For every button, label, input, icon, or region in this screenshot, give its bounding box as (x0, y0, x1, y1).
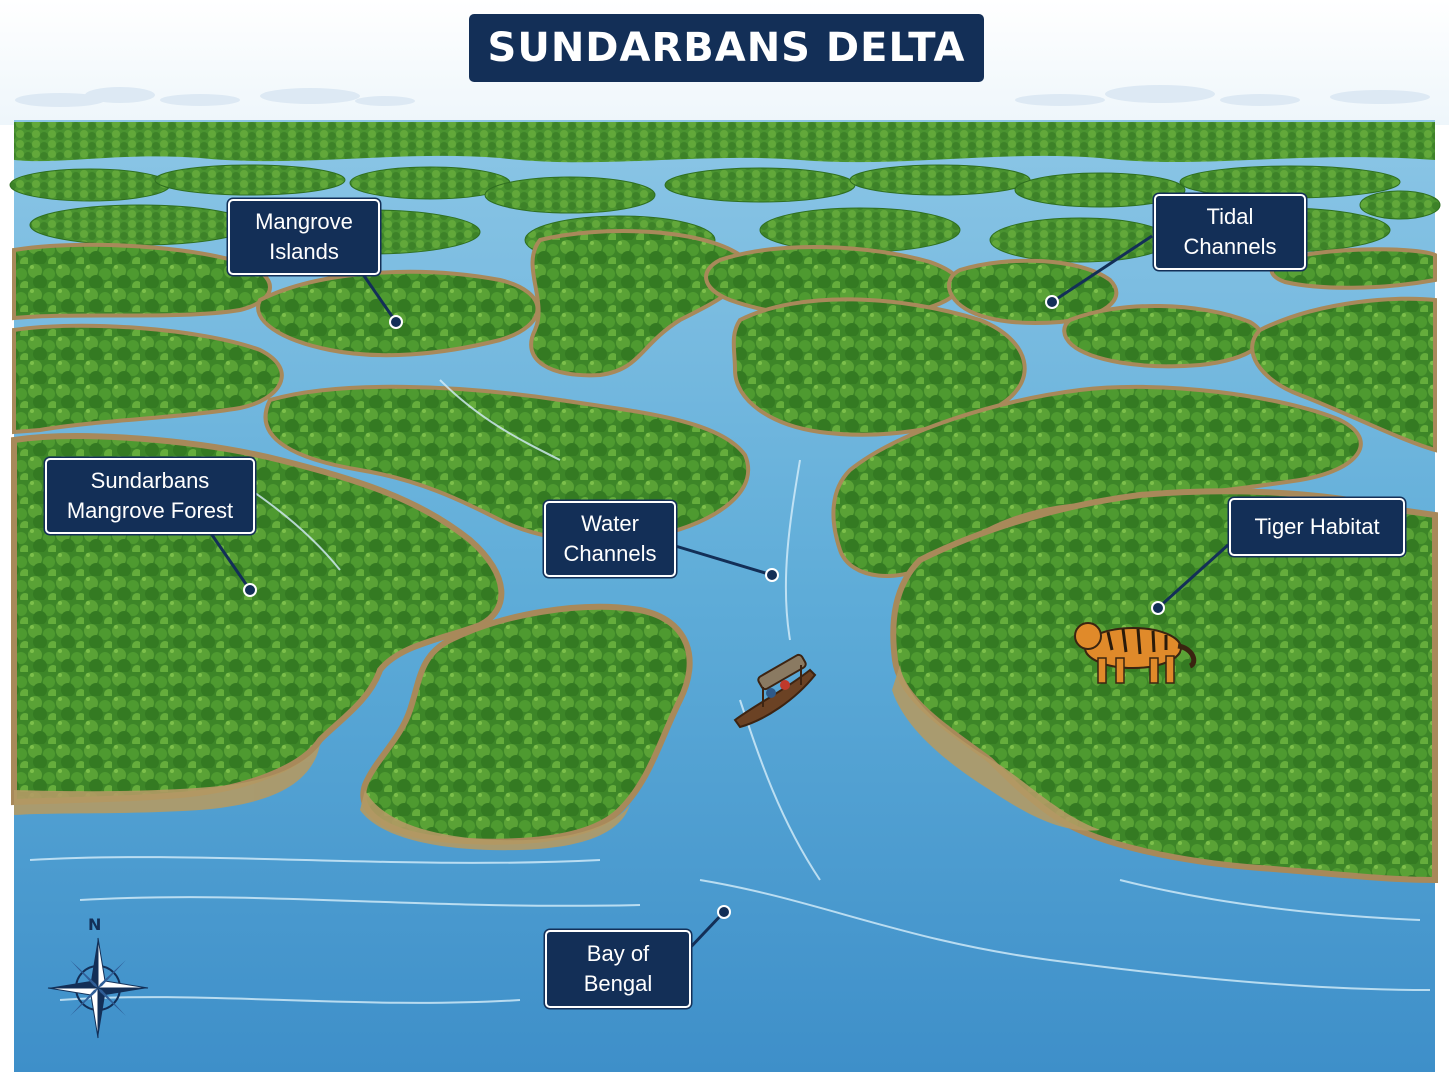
clouds (15, 85, 1430, 107)
map-title: SUNDARBANS DELTA (469, 14, 984, 82)
label-water-channels-text: Water Channels (563, 511, 657, 566)
label-bay-of-bengal-text: Bay of Bengal (583, 941, 653, 996)
compass-rose-icon (47, 937, 149, 1039)
label-bay-of-bengal: Bay of Bengal (545, 930, 691, 1008)
center-island (360, 603, 693, 845)
map-title-text: SUNDARBANS DELTA (487, 25, 966, 71)
label-tiger-habitat-text: Tiger Habitat (1254, 514, 1380, 539)
water-foam (29, 379, 1431, 1004)
far-islands (9, 164, 1441, 265)
label-tidal-channels: Tidal Channels (1154, 194, 1306, 270)
label-water-channels: Water Channels (544, 501, 676, 577)
label-mangrove-islands: Mangrove Islands (228, 199, 380, 275)
mud-banks (14, 665, 1100, 851)
leader-lines (208, 234, 1230, 952)
compass-north-label: N (88, 915, 102, 934)
label-tidal-channels-text: Tidal Channels (1183, 204, 1277, 259)
distant-forest (14, 122, 1435, 163)
label-mangrove-islands-text: Mangrove Islands (255, 209, 353, 264)
label-mangrove-forest-text: Sundarbans Mangrove Forest (66, 468, 234, 523)
tiger (1074, 622, 1197, 684)
label-mangrove-forest: Sundarbans Mangrove Forest (45, 458, 255, 534)
boat (733, 653, 817, 729)
label-tiger-habitat: Tiger Habitat (1229, 498, 1405, 556)
